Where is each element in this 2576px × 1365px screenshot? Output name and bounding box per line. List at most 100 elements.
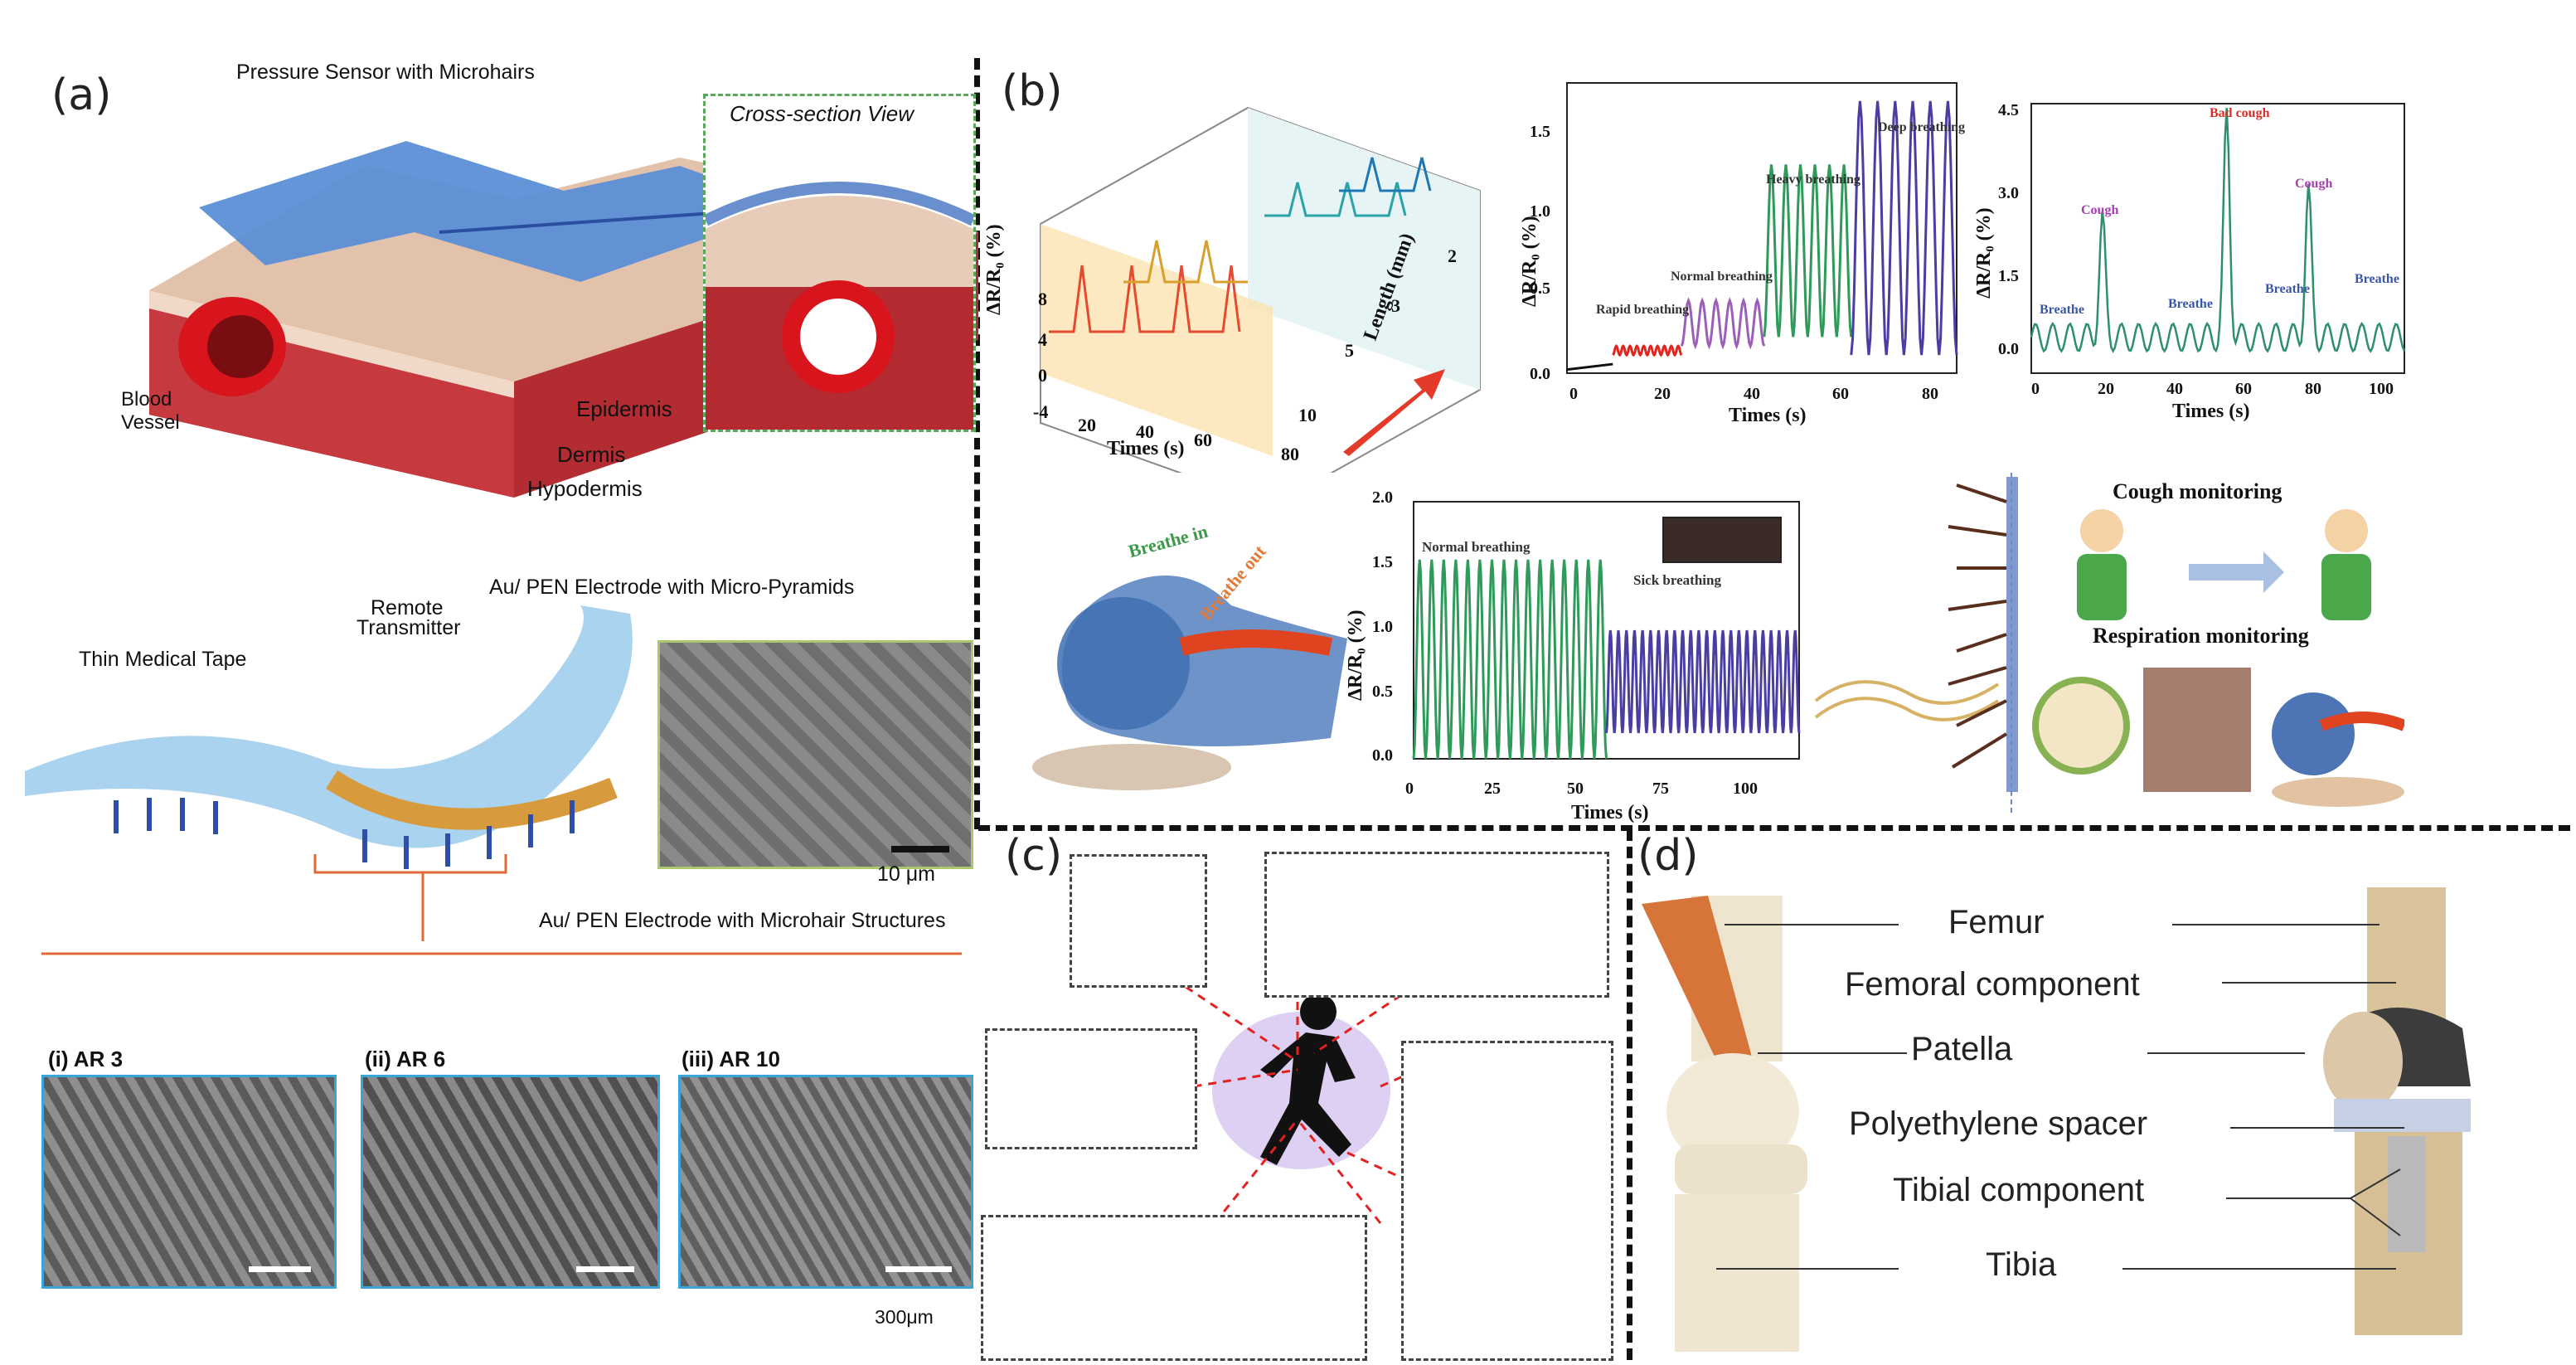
normal-sick-label-normal: Normal breathing [1422,539,1531,555]
cough-ytick-0: 0.0 [1998,340,2019,358]
breathing-ytick-0: 0.0 [1530,365,1550,383]
scale-bar-ar10 [885,1266,952,1272]
normal-sick-ytick-4: 2.0 [1372,488,1393,507]
head-breathing-illustration [1032,576,1347,790]
chart3d-ylabel: ΔR/R₀ (%) [983,224,1005,315]
cough-label-breathe-4: Breathe [2355,272,2399,286]
mouth-photo [1662,517,1782,563]
chart3d-ztick-3: 10 [1298,405,1317,425]
plot-frame [1566,82,1957,374]
series-sick [1605,629,1801,734]
panel-letter-d: (d) [1637,831,1699,881]
label-dermis: Dermis [557,442,626,467]
knee-implant-illustration [2323,887,2471,1335]
normal-sick-xlabel: Times (s) [1571,802,1649,823]
cough-ylabel: ΔR/R₀ (%) [1973,207,1995,299]
respiration-icons [2032,668,2404,807]
series-1 [1680,297,1766,350]
normal-sick-xtick-2: 50 [1567,780,1584,798]
series-normal [1412,559,1608,760]
label-femoral-component: Femoral component [1845,966,2140,1003]
label-scale-300um: 300μm [875,1306,934,1328]
cough-ytick-2: 3.0 [1998,184,2019,202]
label-ar10: (iii) AR 10 [682,1047,780,1071]
breathing-xlabel: Times (s) [1729,405,1807,426]
red-arrow-icon [1343,369,1445,456]
cough-person-icons [2077,509,2371,620]
divider-vertical-bottom [1627,829,1632,1360]
cough-label-breathe-2: Breathe [2168,297,2213,311]
normal-sick-ytick-3: 1.5 [1372,553,1393,571]
label-cough-monitoring: Cough monitoring [2113,479,2283,503]
plot-frame [2030,103,2405,374]
normal-sick-xtick-1: 25 [1484,780,1501,798]
breathing-label-normal: Normal breathing [1671,270,1773,284]
normal-sick-ylabel: ΔR/R₀ (%) [1345,610,1366,701]
breathing-ytick-1: 0.5 [1530,279,1550,298]
cough-label-breathe-1: Breathe [2040,303,2084,317]
cough-xtick-1: 20 [2098,380,2114,398]
label-hypodermis: Hypodermis [527,476,643,501]
electrode-illustration [25,605,633,869]
label-tibia: Tibia [1986,1246,2057,1283]
label-blood-vessel-1: Blood [121,388,172,410]
label-blood-vessel-2: Vessel [121,411,180,434]
series-0 [1612,343,1683,357]
divider-vertical-top [974,58,980,829]
panel-c-subfig-a [1070,854,1207,988]
series-cough [2030,108,2406,353]
chart3d-xtick-1: 40 [1136,421,1154,442]
label-pyramids: Au/ PEN Electrode with Micro-Pyramids [489,576,855,599]
label-tibial-component: Tibial component [1893,1172,2145,1208]
chart3d-ztick-1: 3 [1391,295,1400,316]
divider-horizontal-right [978,825,2570,831]
sem-pyramids-image [657,640,973,869]
label-polyethylene-spacer: Polyethylene spacer [1849,1105,2148,1142]
label-tape: Thin Medical Tape [79,648,247,671]
chart3d-xtick-0: 20 [1078,415,1096,435]
series-2 [1763,164,1853,338]
cough-xlabel: Times (s) [2172,401,2250,422]
breathing-ytick-3: 1.5 [1530,123,1550,141]
chart3d-ytick-0: 8 [1038,289,1047,309]
knee-natural-illustration [1642,896,1807,1352]
breathing-xtick-1: 20 [1654,385,1671,403]
chart3d-ztick-2: 5 [1345,340,1354,361]
label-ar3: (i) AR 3 [48,1047,124,1071]
breathing-chart [1559,75,1965,381]
panel-letter-c: (c) [1005,831,1063,881]
cross-section-inset [703,94,976,432]
breathing-label-heavy: Heavy breathing [1766,172,1860,187]
label-femur: Femur [1948,904,2045,940]
label-microhair: Au/ PEN Electrode with Microhair Structu… [539,909,946,932]
series-baseline [1566,362,1613,372]
chart3d-ytick-3: -4 [1033,401,1049,422]
normal-sick-ytick-0: 0.0 [1372,746,1393,765]
scale-bar-10um [891,846,949,853]
cough-ytick-1: 1.5 [1998,267,2019,285]
label-patella: Patella [1911,1031,2013,1067]
cough-ytick-3: 4.5 [1998,101,2019,119]
cough-xtick-0: 0 [2031,380,2040,398]
cough-label-cough-1: Cough [2081,203,2119,217]
sem-ar6-image [361,1075,660,1289]
breathing-xtick-4: 80 [1922,385,1938,403]
panel-c-subfig-d [1401,1041,1613,1361]
cough-label-breathe-3: Breathe [2265,282,2310,296]
label-ar6: (ii) AR 6 [365,1047,446,1071]
bracket-lines [41,854,962,955]
series-3 [1850,100,1958,356]
normal-sick-xtick-0: 0 [1405,780,1414,798]
chart-3d-length [1040,106,1481,473]
cough-label-bad-cough: Bad cough [2210,106,2270,120]
normal-sick-chart [1405,493,1807,767]
chart3d-ztick-0: 2 [1448,245,1457,266]
breathing-xtick-3: 60 [1832,385,1849,403]
chart3d-ytick-1: 4 [1038,329,1047,350]
panel-c-subfig-e [981,1215,1367,1361]
runner-silhouette-icon [1260,993,1356,1165]
chart3d-ytick-2: 0 [1038,365,1047,386]
breathing-xtick-2: 40 [1744,385,1760,403]
knee-pointer-lines [1716,924,2404,1270]
normal-sick-xtick-3: 75 [1652,780,1669,798]
